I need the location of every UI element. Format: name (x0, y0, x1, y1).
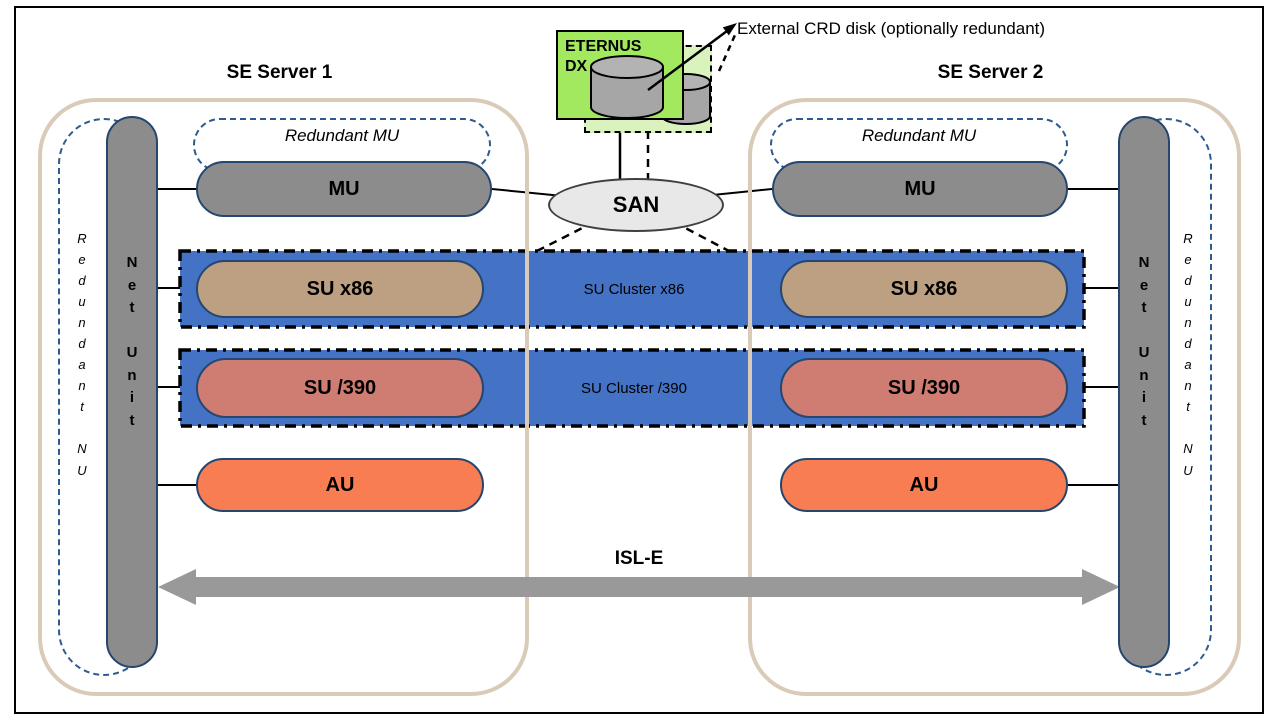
su-cluster-390-outline (178, 348, 1086, 428)
crd-disk-body (590, 67, 664, 119)
su-cluster-x86-label: SU Cluster x86 (583, 280, 685, 298)
se-server-1-box (38, 98, 529, 696)
redundant-mu-left-label: Redundant MU (284, 126, 400, 145)
san-node: SAN (548, 178, 724, 232)
au-right: AU (780, 458, 1068, 512)
mu-left: MU (196, 161, 492, 217)
net-unit-right-label: N e t U n i t (1138, 254, 1150, 429)
su-x86-right: SU x86 (780, 260, 1068, 318)
su-cluster-x86-outline (178, 249, 1086, 329)
se-server-2-title: SE Server 2 (937, 62, 1044, 83)
isl-double-arrow (158, 569, 1120, 605)
au-left: AU (196, 458, 484, 512)
crd-callout-arrow (647, 29, 728, 92)
crd-note: External CRD disk (optionally redundant) (737, 19, 1046, 38)
su-390-right: SU /390 (780, 358, 1068, 418)
crd-callout-arrowhead (722, 23, 737, 36)
se-server-2-box (748, 98, 1241, 696)
net-unit-left (106, 116, 158, 668)
se-server-1-title: SE Server 1 (226, 62, 333, 83)
mu-right: MU (772, 161, 1068, 217)
crd-disk-top (590, 55, 664, 79)
net-unit-right (1118, 116, 1170, 668)
redundant-mu-right-label: Redundant MU (861, 126, 977, 145)
su-x86-left: SU x86 (196, 260, 484, 318)
redundant-nu-right-label: R e d u n d a n t N U (1183, 231, 1193, 478)
redundant-nu-left-label: R e d u n d a n t N U (77, 231, 87, 478)
diagram-frame (14, 6, 1264, 714)
isl-e-label: ISL-E (614, 548, 664, 569)
crd-callout-dashed (717, 34, 737, 72)
su-cluster-390-label: SU Cluster /390 (581, 379, 687, 397)
su-390-left: SU /390 (196, 358, 484, 418)
net-unit-left-label: N e t U n i t (126, 254, 138, 429)
